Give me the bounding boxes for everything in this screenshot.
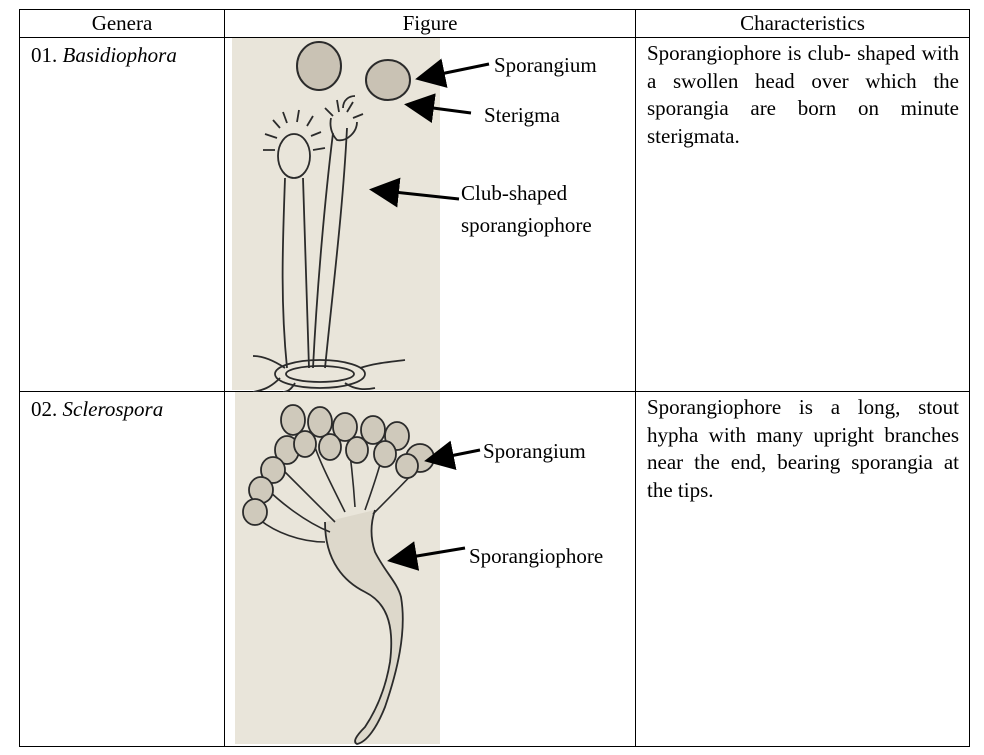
label-sporangium: Sporangium [494,53,597,77]
characteristics-text: Sporangiophore is a long, stout hypha wi… [647,395,959,502]
sporangium-arrow [415,58,490,88]
genus-number: 01. [31,43,58,67]
sporangia [242,404,435,526]
genus-number: 02. [31,397,58,421]
genus-name: 02. Sclerospora [20,392,224,422]
sclerospora-figure: Sporangium Sporangiophore [235,392,603,745]
label-sterigma: Sterigma [484,103,560,127]
figure-cell: Sporangium Sporangiophore [224,391,636,747]
sporangiophore-arrow [387,541,466,571]
label-sporangium: Sporangium [483,439,586,463]
header-characteristics: Characteristics [635,9,970,38]
genera-table: Genera Figure Characteristics 01. Basidi… [19,9,970,747]
figure-paper-background [232,38,440,390]
characteristics-cell: Sporangiophore is a long, stout hypha wi… [635,391,970,747]
basidiophora-illustration [252,95,406,392]
label-sporangiophore: sporangiophore [461,213,592,237]
sporangiophore-arrow [369,177,460,208]
branches [259,431,426,543]
basidiophora-figure: Sporangium Sterigma Club-shaped sporangi… [232,38,597,392]
genus-italic: Sclerospora [62,397,164,421]
header-figure: Figure [224,9,636,38]
header-row: Genera Figure Characteristics [19,9,970,38]
genus-cell: 02. Sclerospora [19,391,225,747]
label-club-shaped: Club-shaped [461,181,568,205]
sporangiophore-stalk [324,509,404,745]
sporangium-arrow [424,440,481,471]
sporangium-right [365,59,411,101]
figure-cell: Sporangium Sterigma Club-shaped sporangi… [224,37,636,392]
sterigma-arrow [404,93,472,123]
header-genera: Genera [19,9,225,38]
genus-cell: 01. Basidiophora [19,37,225,392]
table-row: 01. Basidiophora [19,37,970,392]
sporangium-left [296,41,342,91]
characteristics-cell: Sporangiophore is club- shaped with a sw… [635,37,970,392]
label-sporangiophore: Sporangiophore [469,544,603,568]
genus-name: 01. Basidiophora [20,38,224,68]
table-row: 02. Sclerospora [19,391,970,747]
characteristics-text: Sporangiophore is club- shaped with a sw… [647,41,959,148]
genus-italic: Basidiophora [62,43,177,67]
